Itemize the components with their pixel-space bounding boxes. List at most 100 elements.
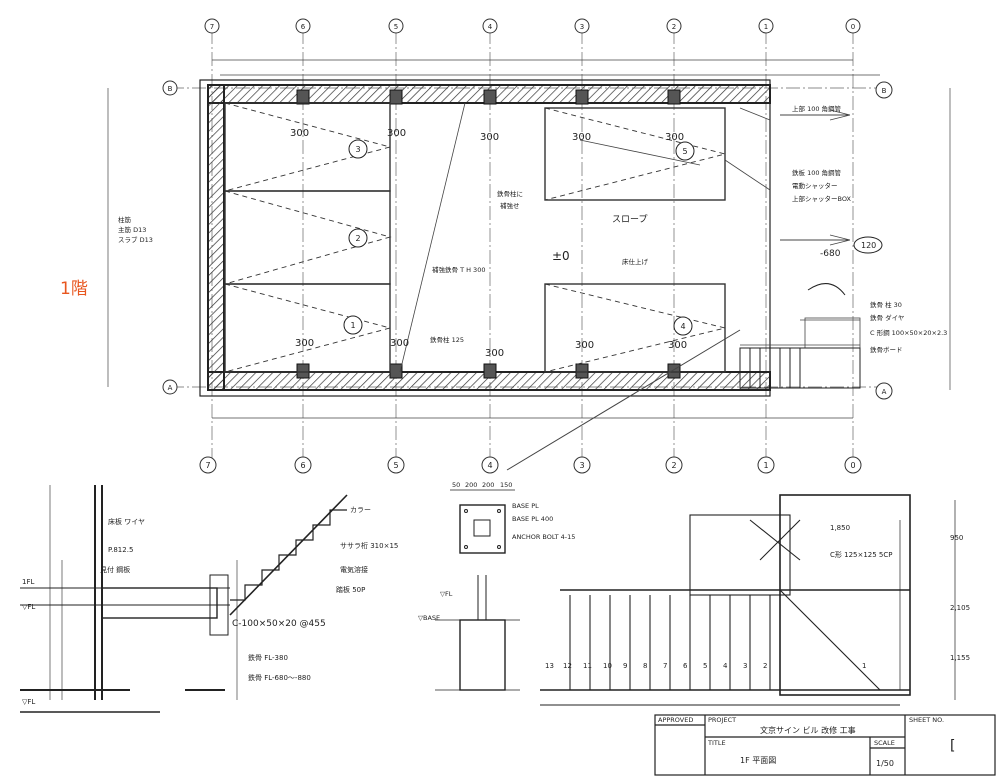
detail-mark: 1FL	[22, 578, 34, 586]
detail-note: C形 125×125 5CP	[830, 551, 893, 559]
detail-right-elevation	[540, 494, 956, 706]
grid-row-label: A	[882, 388, 887, 396]
grid-bubbles-bottom	[199, 456, 862, 474]
grid-row-label: A	[168, 384, 173, 392]
plan-note: 柱筋	[118, 215, 132, 224]
grid-col-label: 4	[487, 461, 492, 470]
grid-col-label: 5	[393, 461, 398, 470]
grid-col-label: 7	[205, 461, 210, 470]
column-dim: 300	[480, 132, 499, 143]
detail-mark: ▽FL	[440, 590, 453, 598]
plan-note: 補強せ	[500, 201, 520, 210]
detail-note: 見付 鋼板	[100, 565, 130, 574]
plan-note: スラブ D13	[118, 235, 153, 244]
plan-note: C 形鋼 100×50×20×2.3	[870, 328, 947, 337]
plan-note: 補強鉄骨 T H 300	[432, 265, 485, 274]
title-block-sheet-value: [	[950, 738, 955, 754]
detail-note: 踏板 50P	[336, 585, 365, 594]
detail-note: カラー	[350, 506, 371, 514]
room-markers	[343, 139, 695, 336]
column-dim: 300	[387, 128, 406, 139]
grid-row-label: B	[168, 85, 173, 93]
grid-bubbles-top	[204, 18, 861, 34]
title-block-project: PROJECT	[708, 716, 736, 724]
room-number: 3	[355, 145, 360, 154]
column-dim: 300	[485, 348, 504, 359]
grid-col-label: 3	[579, 461, 584, 470]
detail-note: 床板 ワイヤ	[108, 517, 145, 526]
base-dim: 150	[500, 481, 512, 489]
grid-col-label: 3	[580, 23, 584, 31]
grid-col-label: 4	[488, 23, 493, 31]
stair-step: 5	[703, 662, 707, 670]
center-lines	[399, 102, 861, 471]
stair-right	[739, 283, 861, 389]
grid-bubbles-rows	[162, 80, 893, 400]
callout-circle-label: 120	[861, 241, 876, 250]
grid-col-label: 6	[301, 23, 306, 31]
plan-note: 鉄骨柱に	[497, 189, 523, 198]
level-mark: ±0	[552, 249, 570, 263]
plan-note: 鉄骨 ダイヤ	[870, 313, 904, 322]
detail-mark: ▽BASE	[418, 614, 440, 622]
room-number: 1	[350, 321, 355, 330]
stair-step: 3	[743, 662, 747, 670]
title-block-sheet-no: SHEET NO.	[909, 716, 944, 724]
title-block	[654, 714, 996, 776]
detail-mark: ▽FL	[22, 698, 35, 706]
plan-note: 鉄骨ボード	[870, 345, 903, 354]
detail-note: 鉄骨 FL-380	[248, 653, 288, 662]
detail-base-plate	[435, 489, 520, 691]
room-number: 5	[682, 147, 687, 156]
dimension-lines	[107, 59, 951, 419]
parking-bays-right	[544, 107, 726, 373]
detail-left-section	[20, 485, 230, 713]
title-block-scale-value: 1/50	[876, 759, 894, 768]
column-dim: 300	[575, 340, 594, 351]
grid-col-label: 2	[671, 461, 676, 470]
grid-col-label: 1	[763, 461, 768, 470]
grid-col-label: 0	[851, 23, 855, 31]
stair-step: 6	[683, 662, 688, 670]
detail-note: 鉄骨 FL-680〜-880	[248, 673, 311, 682]
base-dim: 200	[482, 481, 494, 489]
column-dim: 300	[572, 132, 591, 143]
column-dim: 300	[665, 132, 684, 143]
title-block-project-name: 文京サイン ビル 改修 工事	[760, 725, 856, 735]
column-dim: 300	[390, 338, 409, 349]
column-dim: 300	[290, 128, 309, 139]
column-dim: 300	[668, 340, 687, 351]
detail-note: ANCHOR BOLT 4-15	[512, 533, 575, 541]
grid-col-label: 5	[394, 23, 398, 31]
detail-dim: 2,105	[950, 604, 970, 612]
base-dim: 200	[465, 481, 477, 489]
detail-note: C-100×50×20 @455	[232, 619, 326, 629]
room-number: 2	[355, 234, 360, 243]
stair-step: 2	[763, 662, 767, 670]
grid-col-label: 7	[210, 23, 214, 31]
parking-bays-left	[224, 102, 392, 373]
detail-note: BASE PL	[512, 502, 539, 510]
detail-note: 電気溶接	[340, 565, 368, 574]
detail-note: ササラ桁 310×15	[340, 541, 398, 550]
stair-step: 9	[623, 662, 627, 670]
detail-note: BASE PL 400	[512, 515, 553, 523]
floor-label: 1階	[60, 279, 88, 299]
base-dim: 50	[452, 481, 460, 489]
callout-circle	[853, 236, 883, 254]
grid-col-label: 0	[850, 461, 855, 470]
grid-col-label: 2	[672, 23, 676, 31]
stair-step: 12	[563, 662, 572, 670]
plan-note: 鉄骨柱 125	[430, 335, 464, 344]
title-block-drawing-title: 1F 平面図	[740, 756, 776, 765]
detail-note: P.812.5	[108, 546, 133, 554]
plan-note: 主筋 D13	[118, 225, 146, 234]
title-block-approved: APPROVED	[658, 716, 693, 724]
stair-step: 11	[583, 662, 592, 670]
stair-step: 4	[723, 662, 728, 670]
stair-step: 1	[862, 662, 866, 670]
plan-note: 上部 100 角鋼管	[792, 104, 842, 113]
title-block-scale: SCALE	[874, 739, 895, 747]
stair-step: 7	[663, 662, 667, 670]
